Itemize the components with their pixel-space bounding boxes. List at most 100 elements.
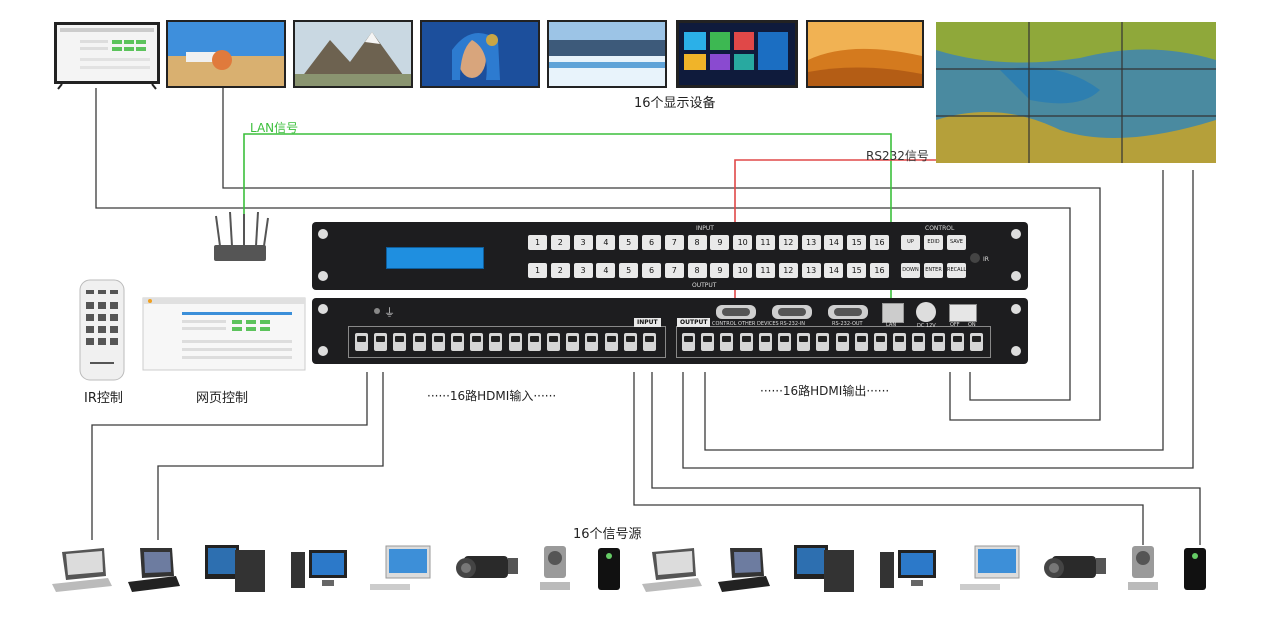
output-port-frame — [676, 326, 991, 358]
input-button-16[interactable]: 16 — [870, 235, 889, 250]
hdmi-input-port-10 — [527, 333, 541, 351]
tv-waterfall-icon — [547, 20, 667, 88]
output-button-3[interactable]: 3 — [573, 263, 593, 278]
power-socket — [916, 302, 936, 322]
laptop-icon — [642, 548, 702, 592]
input-button-10[interactable]: 10 — [733, 235, 753, 250]
hdmi-output-port-1 — [682, 333, 695, 351]
input-button-8[interactable]: 8 — [687, 235, 707, 250]
input-button-5[interactable]: 5 — [619, 235, 639, 250]
ir-control-label: IR控制 — [84, 391, 123, 406]
output-button-6[interactable]: 6 — [642, 263, 661, 278]
output-button-2[interactable]: 2 — [550, 263, 570, 278]
output-button-7[interactable]: 7 — [664, 263, 684, 278]
hdmi-output-port-6 — [778, 333, 791, 351]
hdmi-output-port-8 — [816, 333, 830, 351]
cables — [91, 88, 1201, 545]
hdmi-input-port-6 — [451, 333, 464, 351]
control-button-down[interactable]: DOWN — [901, 263, 920, 278]
ground-icon — [374, 308, 380, 314]
control-button-save[interactable]: SAVE — [947, 235, 966, 250]
output-button-9[interactable]: 9 — [710, 263, 730, 278]
rs232-signal-label: RS232信号 — [866, 149, 929, 163]
hdmi-input-label: ······16路HDMI输入······ — [427, 389, 557, 403]
input-button-4[interactable]: 4 — [596, 235, 616, 250]
tv-portrait-icon — [420, 20, 540, 88]
lan-port — [882, 303, 904, 323]
output-button-5[interactable]: 5 — [619, 263, 639, 278]
lan-line — [243, 133, 892, 304]
control-button-recall[interactable]: RECALL — [947, 263, 966, 278]
tv-smart-ui-icon — [676, 20, 798, 88]
laptop-icon — [52, 548, 112, 592]
output-button-8[interactable]: 8 — [687, 263, 707, 278]
input-button-14[interactable]: 14 — [824, 235, 844, 250]
input-button-7[interactable]: 7 — [664, 235, 684, 250]
input-button-13[interactable]: 13 — [801, 235, 821, 250]
output-button-16[interactable]: 16 — [870, 263, 889, 278]
web-ui-icon — [142, 297, 306, 371]
output-button-15[interactable]: 15 — [847, 263, 867, 278]
output-button-12[interactable]: 12 — [778, 263, 798, 278]
rack-ear-hole — [318, 346, 328, 356]
output-button-4[interactable]: 4 — [596, 263, 616, 278]
output-button-11[interactable]: 11 — [756, 263, 775, 278]
front-output-title: OUTPUT — [692, 282, 717, 289]
web-control-label: 网页控制 — [196, 391, 249, 406]
rear-output-label: OUTPUT — [677, 318, 711, 327]
serial-label-control: CONTROL OTHER DEVICES — [712, 321, 779, 327]
hdmi-output-port-11 — [874, 333, 887, 351]
desktop-pc-icon — [880, 550, 936, 588]
input-button-15[interactable]: 15 — [847, 235, 867, 250]
power-switch[interactable] — [949, 304, 977, 322]
rear-input-label: INPUT — [634, 318, 661, 327]
hdmi-input-port-15 — [623, 333, 637, 351]
lcd-display — [386, 247, 484, 269]
control-button-edid[interactable]: EDID — [924, 235, 943, 250]
webcam-icon — [540, 546, 570, 590]
output-button-1[interactable]: 1 — [528, 263, 547, 278]
control-button-up[interactable]: UP — [901, 235, 920, 250]
hdmi-output-label: ······16路HDMI输出······ — [760, 384, 890, 398]
laptop-icon — [128, 548, 180, 592]
input-button-12[interactable]: 12 — [778, 235, 798, 250]
input-button-6[interactable]: 6 — [642, 235, 661, 250]
rack-ear-hole — [1011, 304, 1021, 314]
signal-sources-label: 16个信号源 — [573, 527, 642, 542]
desktop-pc-icon — [794, 545, 854, 592]
hdmi-output-port-4 — [739, 333, 753, 351]
hdmi-input-port-2 — [374, 333, 388, 351]
input-button-11[interactable]: 11 — [756, 235, 775, 250]
input-button-3[interactable]: 3 — [573, 235, 593, 250]
output-button-14[interactable]: 14 — [824, 263, 844, 278]
input-button-9[interactable]: 9 — [710, 235, 730, 250]
rack-ear-hole — [318, 229, 328, 239]
ground-symbol-icon: ⏚ — [384, 306, 395, 319]
display-devices-label: 16个显示设备 — [634, 96, 716, 111]
input-button-1[interactable]: 1 — [528, 235, 547, 250]
ir-sensor — [970, 253, 980, 263]
serial-label-rs232-out: RS-232-OUT — [832, 321, 863, 327]
router-icon — [214, 211, 269, 261]
hdmi-input-port-11 — [547, 333, 560, 351]
output-button-10[interactable]: 10 — [733, 263, 753, 278]
hdmi-input-port-14 — [604, 333, 618, 351]
hdmi-output-port-10 — [854, 333, 868, 351]
remote-control-icon — [79, 279, 125, 381]
switch-label-on: ON — [968, 322, 976, 328]
rack-ear-hole — [318, 304, 328, 314]
camcorder-icon — [456, 556, 518, 578]
matrix-rear-panel — [312, 298, 1028, 364]
control-button-enter[interactable]: ENTER — [924, 263, 943, 278]
hdmi-output-port-9 — [835, 333, 849, 351]
game-console-icon — [598, 548, 620, 590]
hdmi-output-port-16 — [970, 333, 983, 351]
serial-label-rs232-in: RS-232-IN — [780, 321, 806, 327]
input-button-2[interactable]: 2 — [550, 235, 570, 250]
serial-port-rs232-in — [772, 305, 812, 319]
output-button-13[interactable]: 13 — [801, 263, 821, 278]
hdmi-input-port-7 — [470, 333, 484, 351]
hdmi-output-port-2 — [701, 333, 715, 351]
hdmi-input-port-1 — [355, 333, 368, 351]
